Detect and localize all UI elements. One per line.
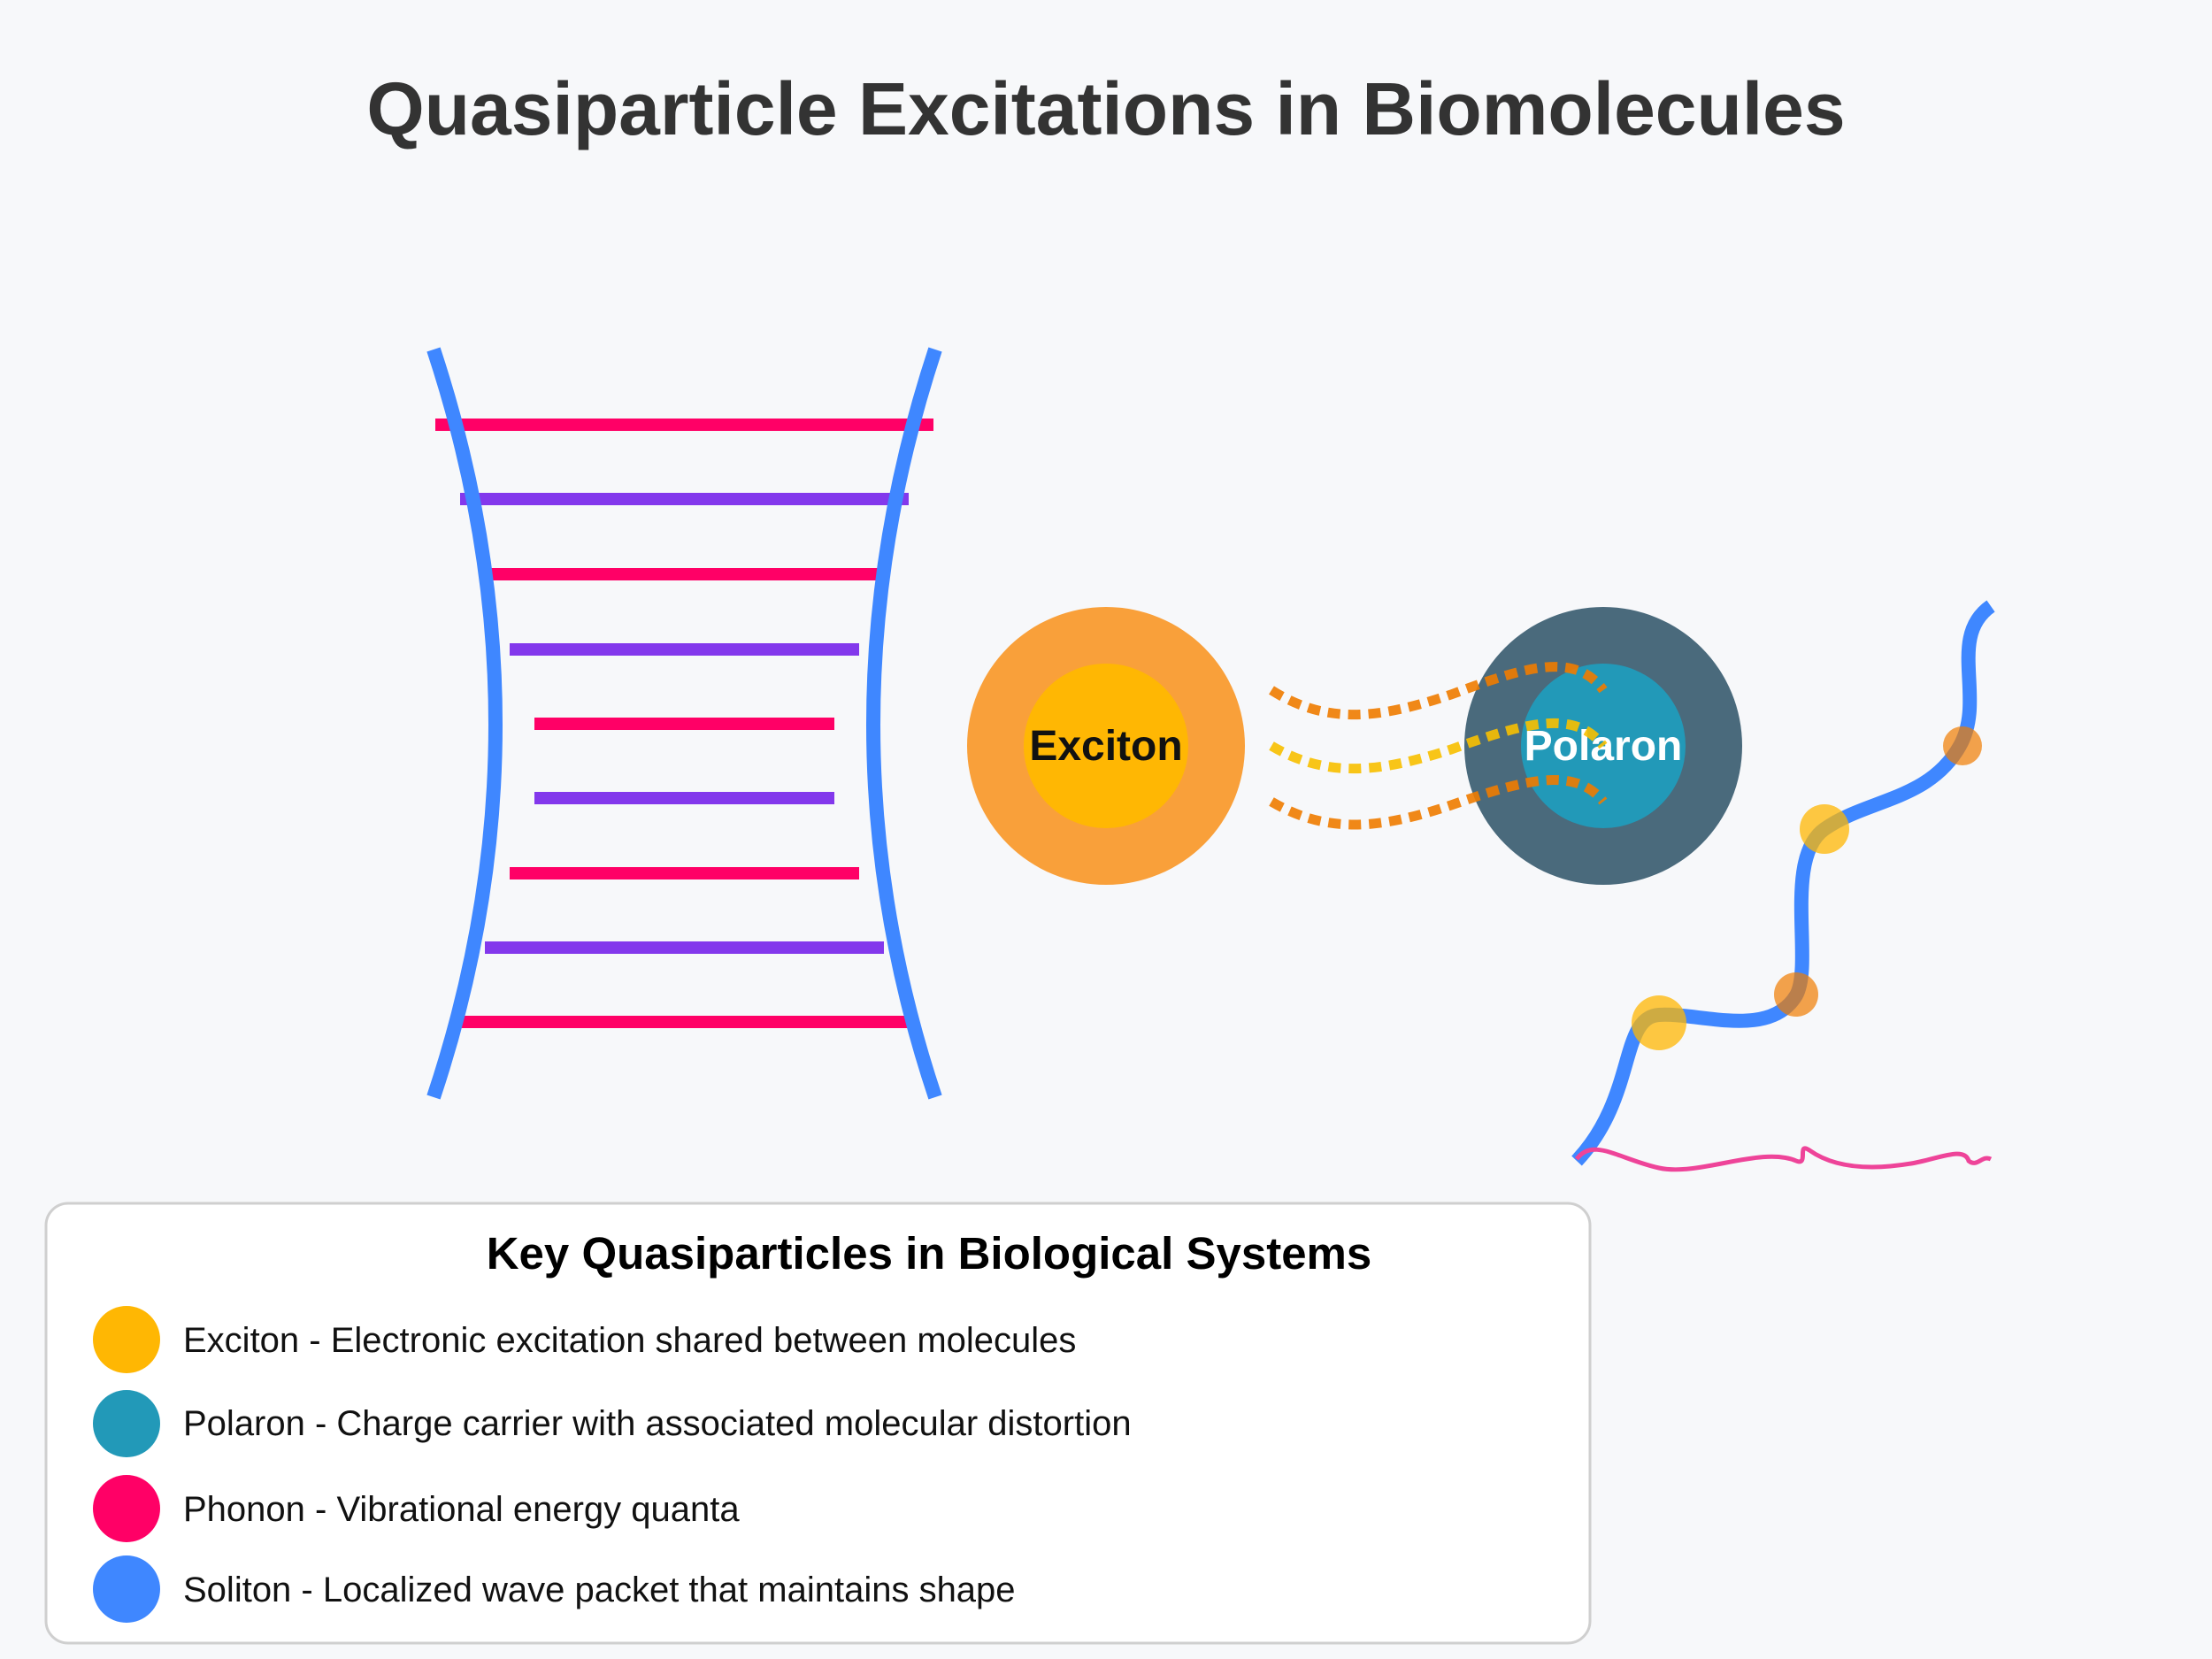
soliton-chain: [1571, 600, 1996, 1172]
vibration-wave: [1574, 1146, 1993, 1172]
exciton-legend-swatch: [93, 1306, 160, 1373]
exciton-inner-circle: [1024, 664, 1188, 828]
legend-item-phonon: Phonon - Vibrational energy quanta: [183, 1490, 740, 1529]
legend-item-soliton: Soliton - Localized wave packet that mai…: [183, 1571, 1016, 1609]
exciton-marker: [1800, 804, 1849, 854]
polaron-label: Polaron: [1525, 723, 1683, 770]
transfer-wave-lower: [1269, 775, 1608, 830]
dna-backbone-right: [866, 347, 942, 1100]
dna-backbone-left: [426, 347, 503, 1100]
legend: Key Quasiparticles in Biological Systems…: [44, 1202, 1592, 1645]
legend-title: Key Quasiparticles in Biological Systems: [487, 1228, 1372, 1279]
diagram-title: Quasiparticle Excitations in Biomolecule…: [366, 67, 1845, 150]
exciton-marker: [1632, 995, 1686, 1050]
exciton-node: Exciton: [967, 607, 1245, 885]
soliton-legend-swatch: [93, 1555, 160, 1623]
polaron-marker: [1943, 726, 1982, 765]
legend-item-exciton: Exciton - Electronic excitation shared b…: [183, 1321, 1076, 1360]
polaron-marker: [1774, 972, 1818, 1017]
transfer-wave-upper: [1269, 662, 1608, 720]
dna-ladder: [426, 347, 942, 1100]
legend-item-polaron: Polaron - Charge carrier with associated…: [183, 1404, 1132, 1443]
polaron-legend-swatch: [93, 1390, 160, 1457]
energy-transfer-waves: [1269, 662, 1608, 830]
exciton-label: Exciton: [1029, 723, 1182, 770]
phonon-legend-swatch: [93, 1475, 160, 1542]
transfer-wave-middle: [1269, 718, 1608, 774]
ladder-rungs: [435, 419, 933, 1028]
legend-box: [44, 1202, 1592, 1645]
